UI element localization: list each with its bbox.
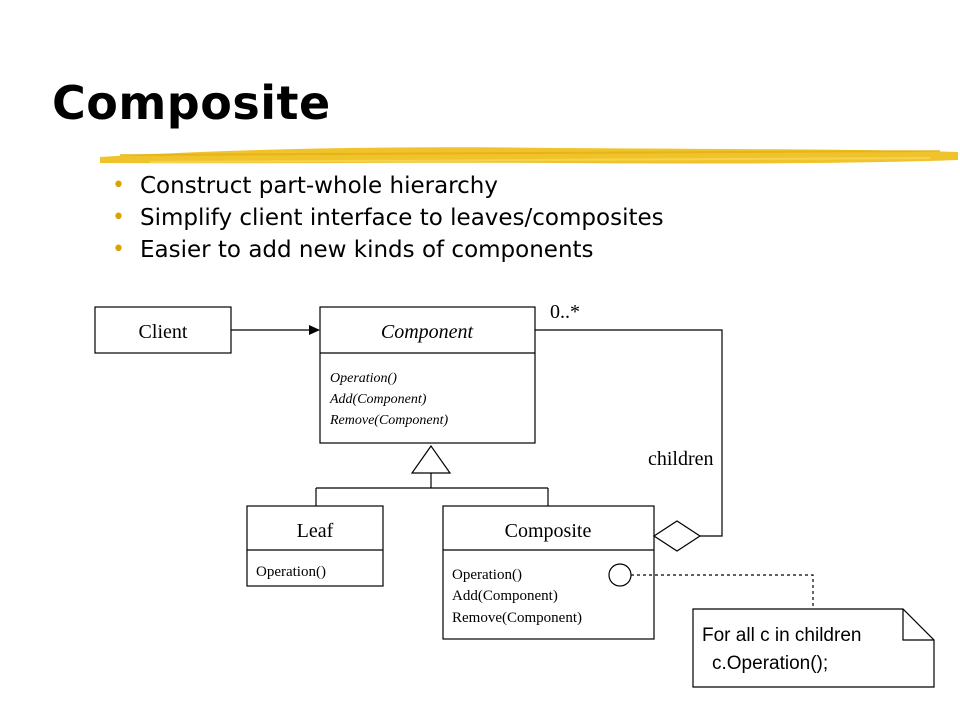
aggregation-diamond bbox=[652, 520, 702, 552]
leaf-class-name: Leaf bbox=[297, 520, 334, 542]
component-class-box bbox=[319, 306, 536, 444]
note-line: For all c in children bbox=[702, 625, 861, 646]
children-aggregation-line bbox=[535, 329, 723, 537]
client-class-name: Client bbox=[139, 321, 188, 343]
leaf-operation: Operation() bbox=[256, 564, 326, 580]
composite-class-name: Composite bbox=[505, 520, 592, 542]
slide-title: Composite bbox=[52, 76, 331, 130]
leaf-class-box bbox=[246, 505, 384, 587]
bullet-item: •Easier to add new kinds of components bbox=[112, 234, 664, 266]
component-operation: Operation() bbox=[330, 371, 397, 386]
generalization-triangle bbox=[410, 444, 452, 474]
component-operation: Remove(Component) bbox=[329, 413, 449, 428]
composite-operation: Remove(Component) bbox=[452, 610, 582, 626]
association-arrowhead bbox=[309, 325, 320, 335]
bullet-icon: • bbox=[112, 173, 125, 198]
bullet-icon: • bbox=[112, 237, 125, 262]
composite-class-box bbox=[442, 505, 655, 640]
note-anchor-circle bbox=[608, 563, 632, 587]
bullet-list: •Construct part-whole hierarchy •Simplif… bbox=[112, 170, 664, 266]
component-class-name: Component bbox=[381, 321, 474, 343]
composite-operation: Add(Component) bbox=[452, 588, 558, 604]
role-label: children bbox=[648, 448, 714, 470]
note-line: c.Operation(); bbox=[712, 653, 828, 674]
bullet-item: •Construct part-whole hierarchy bbox=[112, 170, 664, 202]
component-operation: Add(Component) bbox=[329, 392, 427, 407]
note-connector-line bbox=[631, 574, 814, 609]
bullet-item: •Simplify client interface to leaves/com… bbox=[112, 202, 664, 234]
note-fold bbox=[902, 609, 934, 641]
composite-operation: Operation() bbox=[452, 567, 522, 583]
bullet-icon: • bbox=[112, 205, 125, 230]
note-box bbox=[692, 608, 935, 688]
multiplicity-label: 0..* bbox=[550, 301, 580, 323]
